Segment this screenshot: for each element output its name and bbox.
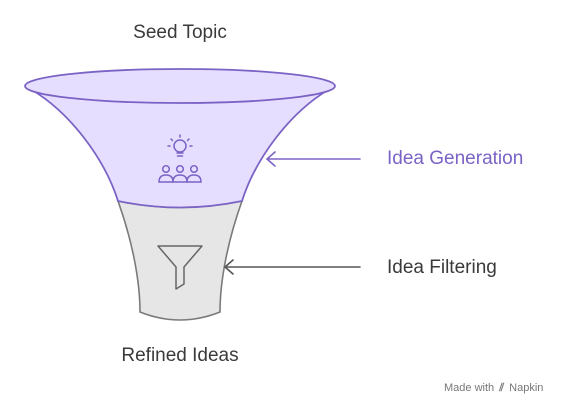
arrow-idea-generation	[265, 151, 361, 167]
filter-funnel-icon	[157, 245, 203, 290]
napkin-logo-icon: ⫽	[499, 382, 505, 394]
lightbulb-people-icon	[158, 134, 202, 183]
funnel-stage-filtering	[116, 199, 244, 321]
label-idea-generation: Idea Generation	[387, 148, 524, 169]
label-seed-topic: Seed Topic	[133, 22, 227, 43]
label-refined-ideas: Refined Ideas	[121, 345, 239, 366]
label-idea-filtering: Idea Filtering	[387, 257, 497, 278]
funnel-rim	[24, 68, 336, 104]
watermark: Made with ⫽ Napkin	[444, 382, 543, 395]
arrow-idea-filtering	[223, 259, 361, 275]
watermark-brand: Napkin	[509, 382, 544, 394]
funnel-stage-generation	[24, 85, 336, 209]
watermark-prefix: Made with	[444, 382, 495, 394]
